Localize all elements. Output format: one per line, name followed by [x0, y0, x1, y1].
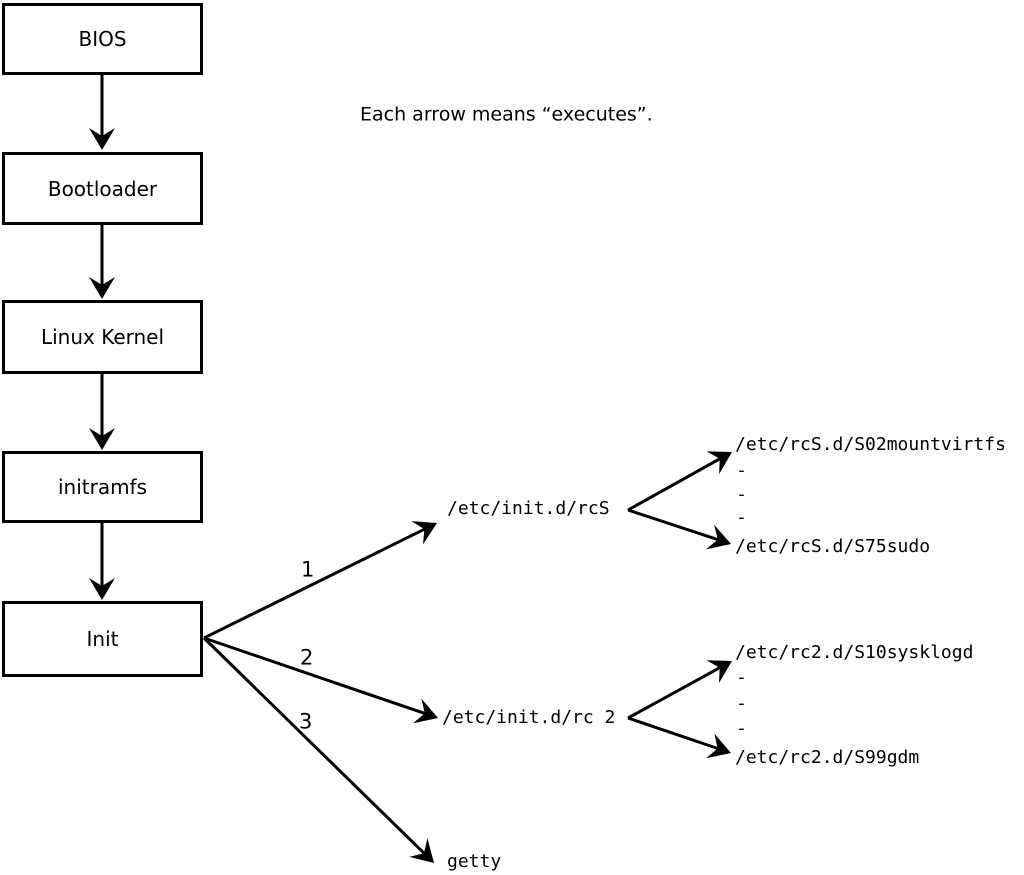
edge-bootloader-to-kernel-arrowhead-icon [89, 277, 115, 299]
node-label-bootloader: Bootloader [47, 176, 158, 201]
text-edge-number-2: 2 [300, 645, 314, 670]
text-rcs-entry-first: /etc/rcS.d/S02mountvirtfs [735, 434, 1006, 455]
note-each-arrow-means-executes: Each arrow means “executes”. [360, 103, 653, 126]
edge-rc2-to-s10-line [627, 666, 721, 720]
node-initramfs: initramfs [2, 451, 203, 523]
text-rc2-entry-first: /etc/rc2.d/S10sysklogd [735, 642, 974, 663]
text-rc2-script: /etc/init.d/rc 2 [442, 707, 616, 728]
edge-rcs-to-s02-line [627, 457, 721, 512]
node-label-init: Init [86, 627, 119, 651]
text-rcs-entry-last: /etc/rcS.d/S75sudo [735, 536, 931, 557]
edge-rc2-to-s10-arrowhead-icon [706, 660, 732, 683]
node-label-bios: BIOS [78, 27, 127, 51]
text-rc2-entry-last: /etc/rc2.d/S99gdm [735, 747, 920, 768]
text-rcs-ellipsis-1: - [736, 460, 747, 481]
text-getty: getty [447, 851, 502, 872]
node-init: Init [2, 601, 203, 677]
edge-rcs-to-s02-arrowhead-icon [706, 451, 732, 475]
text-rcs-ellipsis-3: - [736, 507, 747, 528]
text-rcs-script: /etc/init.d/rcS [447, 498, 610, 519]
edge-init-to-getty-arrowhead-icon [409, 838, 434, 863]
edge-kernel-to-initramfs-arrowhead-icon [89, 428, 115, 450]
edge-bios-to-bootloader-arrowhead-icon [89, 128, 115, 150]
text-rcs-ellipsis-2: - [736, 484, 747, 505]
text-edge-number-3: 3 [299, 709, 313, 734]
edge-init-to-rc2-line [203, 636, 426, 715]
node-label-initramfs: initramfs [57, 475, 148, 499]
edge-rcs-to-s75-arrowhead-icon [706, 524, 731, 550]
edge-init-to-rcs-arrowhead-icon [411, 521, 437, 545]
edge-init-to-rcs-line [203, 527, 426, 640]
text-rc2-ellipsis-3: - [736, 718, 747, 739]
text-rc2-ellipsis-1: - [736, 667, 747, 688]
text-rc2-ellipsis-2: - [736, 693, 747, 714]
node-linux-kernel: Linux Kernel [2, 300, 203, 374]
edge-rcs-to-s75-line [627, 508, 719, 542]
edge-init-to-rc2-arrowhead-icon [413, 698, 438, 724]
edge-init-to-getty-line [202, 636, 426, 855]
edge-initramfs-to-init-arrowhead-icon [89, 578, 115, 600]
node-label-linux-kernel: Linux Kernel [40, 325, 165, 349]
text-edge-number-1: 1 [301, 557, 315, 582]
node-bios: BIOS [2, 3, 203, 75]
edge-rc2-to-s99-arrowhead-icon [706, 733, 731, 759]
node-bootloader: Bootloader [2, 152, 203, 225]
edge-rc2-to-s99-line [627, 716, 719, 750]
